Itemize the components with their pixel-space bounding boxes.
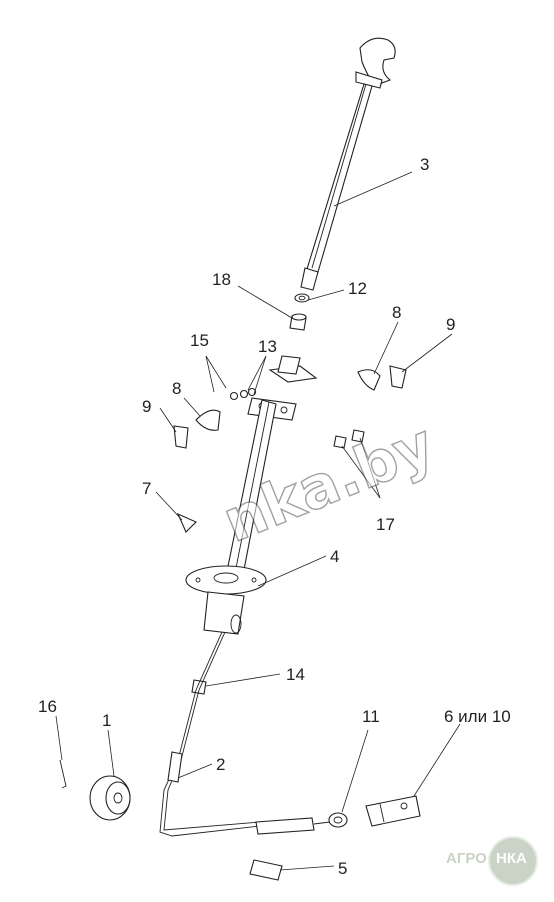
pins-17	[333, 429, 365, 449]
label-17: 17	[376, 515, 395, 534]
clip-9-right	[389, 365, 407, 389]
cable-2	[159, 631, 331, 837]
label-13: 13	[258, 337, 277, 356]
plate-8-right	[357, 369, 381, 391]
bushing-18	[289, 313, 307, 331]
part-labels: 3 18 12 8 9 15 13 8 9 7 17 4 14 16 1 11 …	[38, 155, 511, 878]
label-16: 16	[38, 697, 57, 716]
label-14: 14	[286, 665, 305, 684]
pulley-1	[89, 775, 131, 821]
label-3: 3	[420, 155, 429, 174]
handle-lever	[300, 37, 396, 291]
label-8-right: 8	[392, 303, 401, 322]
label-1: 1	[102, 711, 111, 730]
label-8-left: 8	[172, 379, 181, 398]
label-12: 12	[348, 279, 367, 298]
label-9-right: 9	[446, 315, 455, 334]
nut-11	[328, 812, 348, 828]
watermark: nka.by	[214, 410, 444, 556]
column-4	[185, 399, 277, 635]
cotter-16	[59, 759, 67, 789]
logo-circle	[488, 836, 538, 886]
label-6-or-10: 6 или 10	[444, 707, 511, 726]
label-11: 11	[362, 707, 380, 726]
ratchet-bracket	[247, 355, 318, 421]
clip-9-left	[173, 425, 189, 449]
plate-8-left	[195, 409, 221, 431]
nuts-13-15	[229, 387, 257, 401]
label-2: 2	[216, 755, 225, 774]
fork-6-10	[365, 795, 421, 827]
sleeve-5	[249, 859, 283, 881]
label-18: 18	[212, 270, 231, 289]
label-5: 5	[338, 859, 347, 878]
leader-lines	[55, 171, 461, 871]
bushing-14	[191, 679, 207, 695]
agronka-logo: АГРО НКА	[446, 836, 538, 886]
label-7: 7	[142, 479, 151, 498]
part-7	[176, 512, 197, 533]
label-15: 15	[190, 331, 209, 350]
washer-12	[294, 293, 310, 303]
logo-text-right: НКА	[496, 850, 527, 867]
logo-text-left: АГРО	[446, 850, 487, 867]
label-9-left: 9	[142, 397, 151, 416]
label-4: 4	[330, 547, 339, 566]
